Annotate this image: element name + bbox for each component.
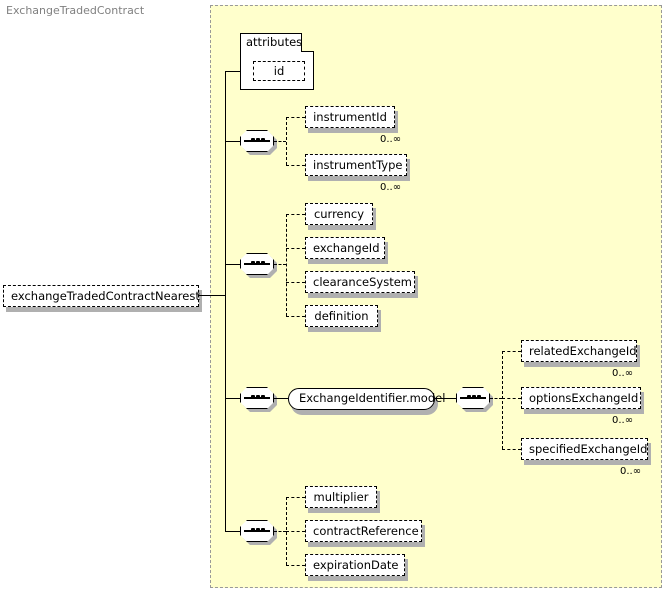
branch-spine-3 [502,351,503,449]
connector-trunk-to-sequence-1 [225,141,241,142]
branch-stem-2 [274,264,286,265]
branch-leg-currency [286,214,305,215]
branch-leg-related-exchange-id [502,351,521,352]
sequence-icon-dot [261,527,265,532]
attributes-tab-label: attributes [240,33,302,52]
attribute-id[interactable]: id [253,61,305,81]
connector-root-to-trunk [199,295,226,296]
trunk-line [225,71,226,532]
sequence-icon-dot [477,394,481,399]
sequence-icon-dot [251,260,255,265]
sequence-icon-1[interactable] [240,130,274,152]
element-multiplier[interactable]: multiplier [305,486,377,508]
cardinality-instrument-id: 0..∞ [380,134,402,145]
connector-trunk-to-sequence-5 [225,531,241,532]
branch-leg-specified-exchange-id [502,449,521,450]
sequence-icon-dot [261,137,265,142]
sequence-icon-dot [251,527,255,532]
complex-type-title: ExchangeTradedContract [6,4,145,17]
connector-trunk-to-sequence-2 [225,264,241,265]
branch-stem-4 [274,531,286,532]
cardinality-specified-exchange-id: 0..∞ [620,466,642,477]
element-expiration-date[interactable]: expirationDate [305,554,405,576]
connector-trunk-to-attributes [225,71,241,72]
branch-leg-contract-reference [286,531,305,532]
element-instrument-id[interactable]: instrumentId [305,106,395,128]
sequence-icon-4[interactable] [456,387,490,409]
element-exchange-traded-contract-nearest[interactable]: exchangeTradedContractNearest [3,285,200,307]
connector-trunk-to-sequence-3 [225,398,241,399]
branch-leg-instrument-type [286,165,305,166]
sequence-icon-dot [256,394,260,399]
branch-leg-multiplier [286,497,305,498]
sequence-icon-dot [251,137,255,142]
cardinality-related-exchange-id: 0..∞ [612,368,634,379]
branch-leg-exchange-id [286,248,305,249]
sequence-icon-dot [472,394,476,399]
cardinality-instrument-type: 0..∞ [380,182,402,193]
connector-model-to-sequence-4 [435,398,457,399]
branch-stem-3 [490,398,502,399]
element-contract-reference[interactable]: contractReference [305,520,422,542]
element-options-exchange-id[interactable]: optionsExchangeId [521,387,641,409]
element-exchange-id[interactable]: exchangeId [305,237,385,259]
branch-spine-2 [286,214,287,316]
sequence-icon-2[interactable] [240,253,274,275]
branch-leg-options-exchange-id [502,398,521,399]
sequence-icon-dot [251,394,255,399]
sequence-icon-dot [256,260,260,265]
sequence-icon-dot [261,394,265,399]
sequence-icon-dot [256,137,260,142]
branch-leg-expiration-date [286,565,305,566]
element-currency[interactable]: currency [305,203,373,225]
sequence-icon-dot [256,527,260,532]
element-definition[interactable]: definition [305,305,378,327]
model-group-exchange-identifier[interactable]: ExchangeIdentifier.model [288,388,445,410]
cardinality-options-exchange-id: 0..∞ [612,415,634,426]
element-clearance-system[interactable]: clearanceSystem [305,271,415,293]
sequence-icon-3[interactable] [240,387,274,409]
sequence-icon-dot [261,260,265,265]
sequence-icon-5[interactable] [240,520,274,542]
connector-sequence-3-to-model [274,398,288,399]
branch-leg-definition [286,316,305,317]
element-related-exchange-id[interactable]: relatedExchangeId [521,340,637,362]
branch-leg-instrument-id [286,117,305,118]
sequence-icon-dot [467,394,471,399]
element-specified-exchange-id[interactable]: specifiedExchangeId [521,438,648,460]
branch-stem-1 [274,141,286,142]
branch-spine-1 [286,117,287,165]
complex-type-region [210,5,662,588]
element-instrument-type[interactable]: instrumentType [305,154,407,176]
branch-leg-clearance-system [286,282,305,283]
